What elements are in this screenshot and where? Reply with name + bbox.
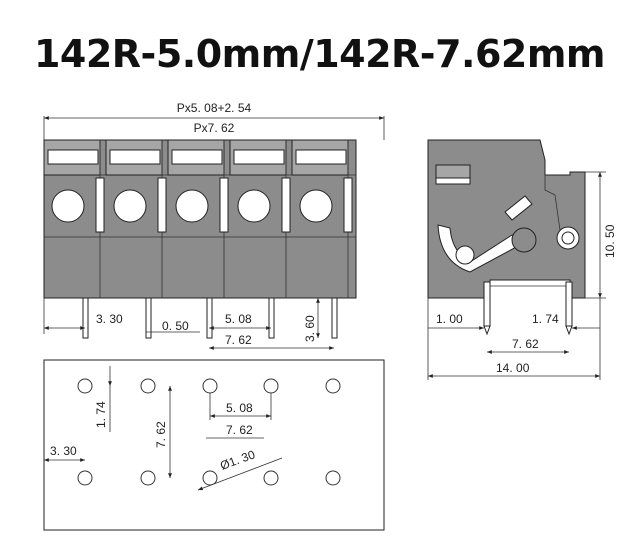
dim-1400: 14. 00 [496, 361, 530, 375]
dim-pitch-508: Px5. 08+2. 54 [177, 101, 252, 115]
front-view: Px5. 08+2. 54 Px7. 62 [43, 101, 385, 350]
dim-100: 1. 00 [436, 312, 463, 326]
dim-360: 3. 60 [303, 315, 317, 342]
side-view: 10. 50 1. 00 1. 74 7. 62 14. 00 [427, 139, 617, 380]
dim-762-pcb-v: 7. 62 [154, 421, 168, 448]
dim-762-front: 7. 62 [225, 333, 252, 347]
dim-1050: 10. 50 [603, 224, 617, 258]
dim-pitch-762: Px7. 62 [194, 121, 235, 135]
dim-330: 3. 30 [96, 312, 123, 326]
side-body [427, 139, 586, 299]
dim-330-pcb: 3. 30 [50, 444, 77, 458]
side-hole-1 [455, 245, 475, 265]
dim-762-side: 7. 62 [512, 337, 539, 351]
screw-holes [51, 189, 333, 223]
dim-174: 1. 74 [532, 312, 559, 326]
page-title: 142R-5.0mm/142R-7.62mm [33, 32, 606, 76]
terminal-modules [43, 139, 353, 298]
dim-508-front: 5. 08 [225, 312, 252, 326]
pcb-outline [43, 359, 385, 531]
dim-174-pcb: 1. 74 [94, 401, 108, 428]
dim-508-pcb: 5. 08 [226, 401, 253, 415]
pcb-layout: 1. 74 7. 62 5. 08 7. 62 3. 30 Ø1. 30 [43, 359, 385, 531]
dim-762-pcb-h: 7. 62 [226, 423, 253, 437]
dim-050: 0. 50 [162, 319, 189, 333]
pins [82, 297, 338, 339]
